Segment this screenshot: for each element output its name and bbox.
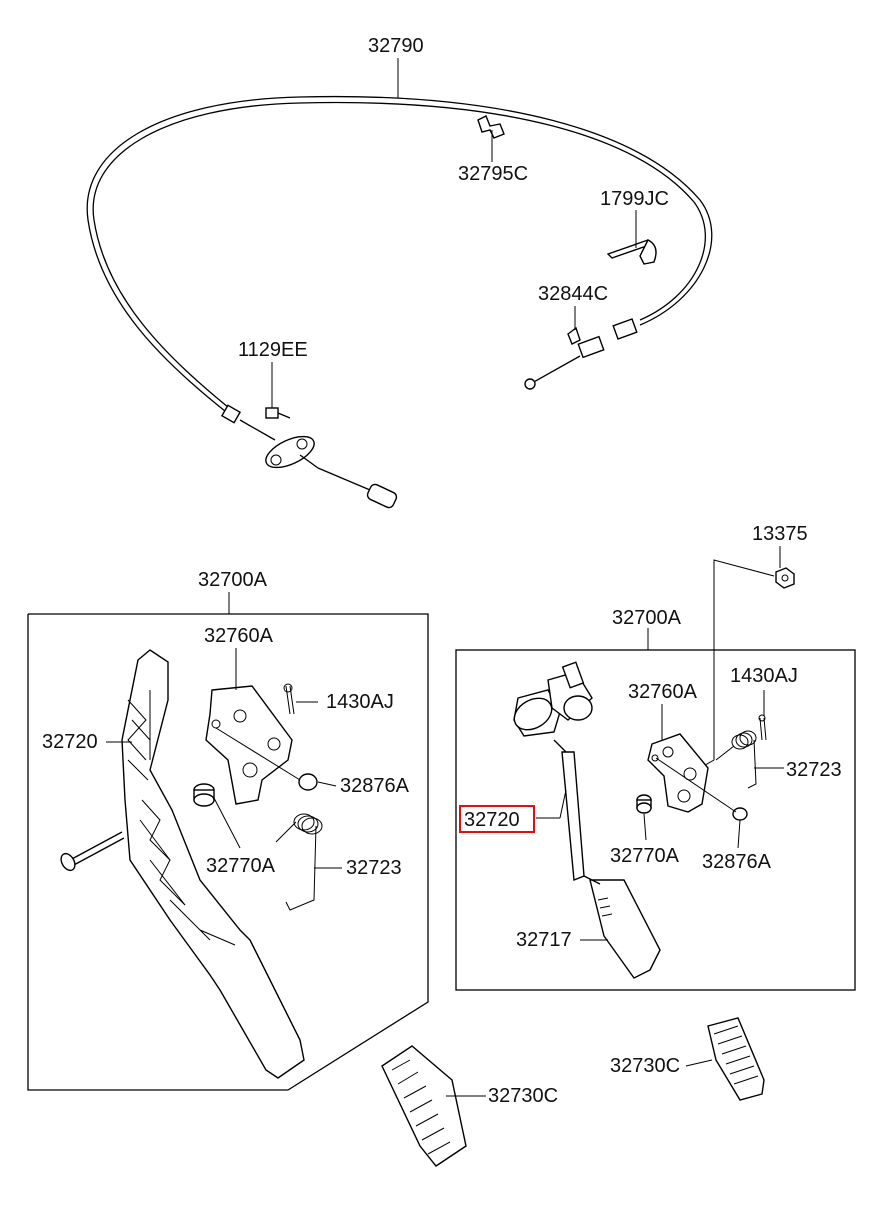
bushing-left [193,783,215,807]
top-leaders [271,58,637,408]
leader-32730c-right [685,1059,713,1067]
label-13375: 13375 [752,523,808,545]
label-1430aj-right: 1430AJ [730,665,798,687]
left-leaders [106,648,342,869]
tie-1799jc [606,239,657,265]
stopper-left [298,773,318,791]
bushing-right [636,794,652,814]
clip-32795c [477,115,505,139]
highlight-box-32720 [459,805,535,833]
label-32720-left: 32720 [42,731,98,753]
label-32720-right[interactable]: 32720 [464,809,520,831]
left-assembly-frame [27,592,429,1091]
accelerator-cable [86,95,713,509]
label-32760a-right: 32760A [628,681,698,703]
label-1129ee: 1129EE [238,339,308,361]
cotter-pin-right [758,714,767,741]
label-32760a-left: 32760A [204,625,274,647]
label-32730c-right: 32730C [610,1055,680,1077]
pivot-pin-left [60,831,125,872]
spring-right [715,730,757,789]
spring-left [275,813,323,911]
label-32876a-left: 32876A [340,775,410,797]
label-32876a-right: 32876A [702,851,772,873]
label-32723-left: 32723 [346,857,402,879]
label-32770a-left: 32770A [206,855,276,877]
pedal-pad-32717 [583,875,661,979]
label-32770a-right: 32770A [610,845,680,867]
label-32790: 32790 [368,35,424,57]
clip-32844c [567,326,581,345]
right-assembly-frame [455,628,856,991]
label-32795c: 32795C [458,163,528,185]
right-leaders [536,690,784,941]
label-32700a-right: 32700A [612,607,682,629]
pedal-arm-right [513,661,593,881]
label-32730c-left: 32730C [488,1085,558,1107]
pedal-arm-left [121,649,305,1079]
label-1799jc: 1799JC [600,188,669,210]
bracket-left [205,685,293,805]
label-32717: 32717 [516,929,572,951]
nut-13375 [699,546,795,769]
pedal-pad-left [381,1045,467,1167]
pedal-pad-right [707,1017,765,1101]
stopper-right [732,807,748,821]
label-32723-right: 32723 [786,759,842,781]
bolt-1129ee [265,407,291,419]
cotter-pin-left [283,683,295,715]
label-1430aj-left: 1430AJ [326,691,394,713]
label-32844c: 32844C [538,283,608,305]
label-32700a-left: 32700A [198,569,268,591]
